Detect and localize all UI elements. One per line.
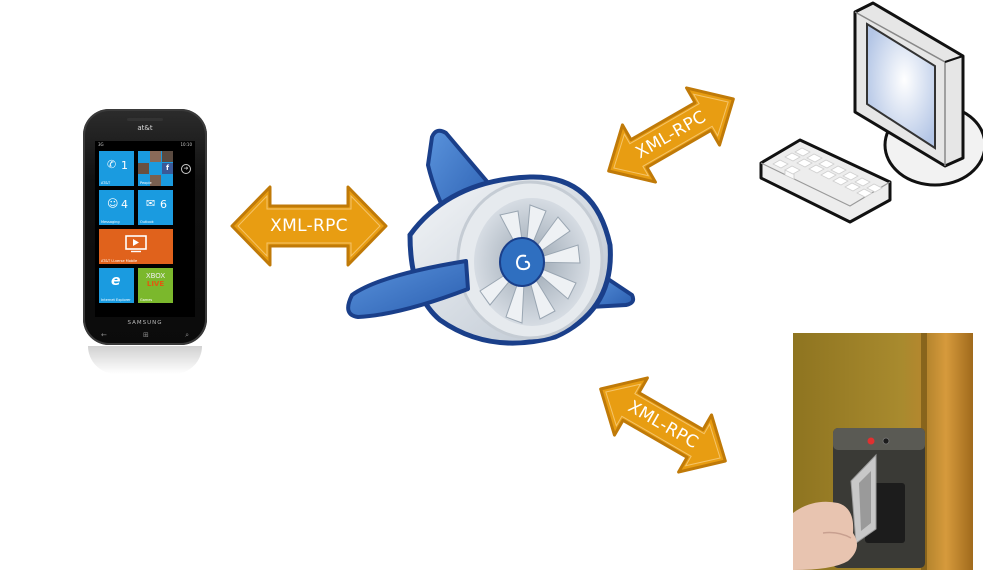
phone-screen: 3G 10:10 ✆ 1 AT&T f People ➜ ☺ 4 Messagi… [95, 141, 195, 317]
people-photo [150, 151, 161, 162]
app-engine-icon [346, 128, 636, 346]
xml-rpc-arrow-server-computer: XML-RPC [579, 50, 764, 220]
tile-xbox-live: XBOX LIVE Games [138, 268, 173, 303]
people-photo [162, 151, 173, 162]
windows-phone-device: at&t 3G 10:10 ✆ 1 AT&T f People ➜ ☺ 4 Me… [83, 109, 207, 345]
xbox-text: XBOX [145, 272, 166, 280]
tile-uverse: AT&T U-verse Mobile [99, 229, 173, 264]
phone-nav-buttons: ← ⊞ ⌕ [101, 331, 189, 340]
ie-icon: e [111, 273, 121, 289]
tile-label: Internet Explorer [101, 298, 131, 302]
phone-speaker [127, 118, 163, 121]
phone-reflection [88, 346, 202, 374]
back-icon: ← [101, 331, 107, 339]
tile-outlook: ✉ 6 Outlook [138, 190, 173, 225]
desktop-computer [755, 0, 983, 225]
outlook-icon: ✉ [146, 197, 156, 210]
xml-rpc-arrow-phone-server: XML-RPC [230, 184, 388, 268]
live-text: LIVE [146, 280, 165, 288]
app-engine-server [340, 125, 640, 350]
phone-status-bar: 3G 10:10 [98, 142, 192, 147]
clock-status: 10:10 [180, 142, 192, 147]
tile-messaging: ☺ 4 Messaging [99, 190, 134, 225]
tile-count: 4 [121, 198, 128, 211]
tile-label: Games [140, 298, 153, 302]
xml-rpc-arrow-server-cardreader: XML-RPC [571, 340, 756, 510]
tile-label: Outlook [140, 220, 154, 224]
tile-att: ✆ 1 AT&T [99, 151, 134, 186]
tile-people: f People [138, 151, 173, 186]
connection-label: XML-RPC [624, 396, 702, 454]
tile-label: Messaging [101, 220, 120, 224]
carrier-logo: at&t [137, 124, 153, 132]
card-reader-door-lock [793, 333, 973, 570]
windows-start-icon: ⊞ [143, 331, 149, 339]
people-photo [150, 175, 161, 186]
signal-status: 3G [98, 142, 104, 147]
tile-label: AT&T U-verse Mobile [101, 259, 138, 263]
tile-label: AT&T [101, 181, 111, 185]
tile-count: 1 [121, 159, 128, 172]
phone-brand: SAMSUNG [127, 320, 163, 326]
xbox-live-icon: XBOX LIVE [138, 272, 173, 288]
phone-icon: ✆ [107, 158, 117, 171]
tile-label: People [140, 181, 152, 185]
tile-internet-explorer: e Internet Explorer [99, 268, 134, 303]
messaging-icon: ☺ [107, 197, 119, 210]
arrow-right-circle-icon: ➜ [181, 164, 191, 174]
tv-play-icon [125, 235, 147, 253]
search-icon: ⌕ [185, 331, 189, 339]
tile-count: 6 [160, 198, 167, 211]
card-reader-photo [793, 333, 973, 570]
facebook-icon: f [162, 163, 173, 174]
double-arrow-icon [607, 86, 735, 184]
double-arrow-icon [599, 376, 727, 474]
connection-label: XML-RPC [270, 216, 348, 236]
people-photo [138, 163, 149, 174]
desktop-computer-icon [759, 1, 983, 224]
double-arrow-icon [230, 185, 388, 267]
